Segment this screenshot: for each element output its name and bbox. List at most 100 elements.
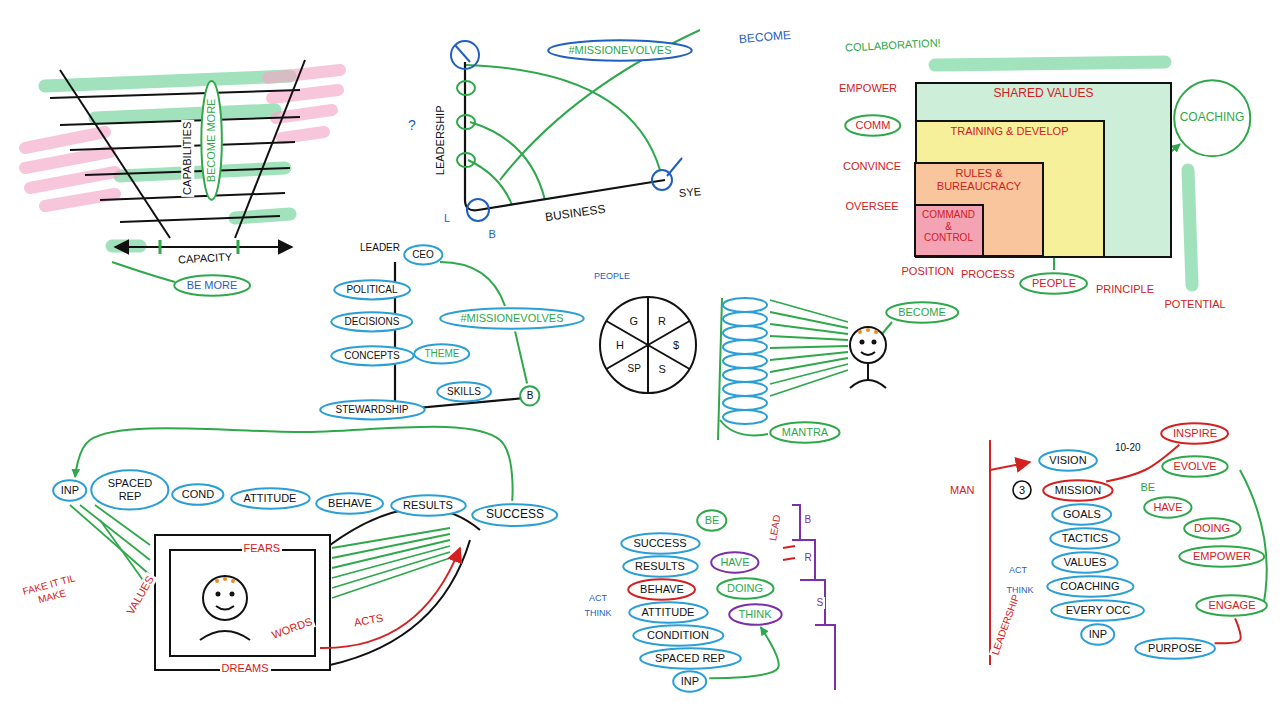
note-label: LEADER: [358, 242, 402, 254]
shape-outline: [320, 400, 425, 419]
note-label: BE: [1139, 481, 1158, 494]
node-text: BECOME: [898, 306, 946, 319]
node-text: SUCCESS: [486, 508, 544, 522]
shape-outline: [1021, 273, 1088, 294]
concept-oval: ATTITUDE: [230, 487, 311, 510]
shape-outline: [711, 552, 758, 573]
node-text: VISION: [1049, 454, 1086, 467]
node-text: STEWARDSHIP: [336, 404, 409, 416]
shape-outline: [520, 386, 539, 405]
connector: [515, 331, 527, 383]
highlight-pink: [268, 70, 340, 78]
stacked-oval: [723, 410, 767, 424]
hashtag-oval: #MISSIONEVOLVES: [439, 307, 585, 330]
stacked-oval: [723, 312, 767, 326]
node-text: DOING: [1194, 522, 1230, 535]
node-text: INP: [681, 675, 699, 688]
note-label: CAPABILITIES: [181, 119, 194, 196]
shape-outline: [729, 604, 782, 625]
highlight-green: [95, 110, 275, 118]
sketch-curve: [465, 65, 660, 170]
concept-oval: COND: [171, 483, 225, 506]
node-text: THINK: [738, 608, 771, 621]
node-text: POLITICAL: [346, 284, 397, 296]
stick-figure: [850, 380, 886, 388]
note-label: PROCESS: [959, 268, 1017, 281]
concept-oval: ATTITUDE: [628, 601, 709, 624]
concept-oval: SUCCESS: [620, 532, 701, 555]
axis-mark: [457, 81, 475, 95]
node-text: MISSION: [1055, 484, 1101, 497]
note-label: ?: [406, 117, 418, 133]
node-text: SKILLS: [447, 386, 481, 398]
head-mark: [223, 577, 227, 581]
level-box: RULES & BUREAUCRACYCOMMAND & CONTROL: [914, 162, 1044, 257]
hatch-line: [332, 552, 450, 588]
highlight-pink: [25, 132, 105, 148]
sketch-curve: [882, 322, 892, 334]
stacked-oval: [723, 354, 767, 368]
note-label: S: [815, 597, 826, 609]
bracket: [800, 540, 815, 580]
shape-outline: [1050, 528, 1119, 549]
node-text: COACHING: [1060, 580, 1119, 593]
picture-frame: [155, 535, 330, 670]
concept-oval: HAVE: [1143, 496, 1193, 519]
marker-circle: [667, 158, 682, 176]
sketch-curve: [440, 262, 505, 306]
node-text: RESULTS: [403, 499, 453, 512]
hatch-line: [770, 352, 848, 360]
red-arrow: [990, 462, 1030, 470]
concept-oval: ENGAGE: [1195, 594, 1268, 617]
highlight-pink: [25, 152, 110, 168]
node-text: SPACED REP: [104, 477, 156, 502]
shape-outline: [673, 671, 706, 692]
concept-oval: SKILLS: [436, 381, 492, 403]
node-text: SHARED VALUES: [994, 87, 1094, 101]
note-label: OVERSEE: [844, 200, 901, 213]
node-text: EVOLVE: [1173, 460, 1216, 473]
note-label: WORDS: [268, 614, 316, 642]
concept-oval: DOING: [716, 577, 775, 600]
concept-oval: VALUES: [1051, 551, 1119, 574]
red-arrow: [320, 548, 460, 648]
head-mark: [858, 330, 862, 334]
note-label: 3: [1017, 484, 1027, 497]
axis-mark: [457, 81, 475, 167]
head-mark: [215, 328, 878, 583]
shape-outline: [331, 346, 413, 365]
face: [203, 576, 247, 620]
note-label: R: [803, 552, 814, 564]
node-text: HAVE: [1153, 501, 1182, 514]
node-text: INP: [1089, 628, 1107, 641]
marker-circle: [467, 199, 489, 221]
node-text: COACHING: [1180, 111, 1245, 125]
note-label: FAKE IT TIL MAKE: [19, 571, 82, 608]
concept-oval: RESULTS: [390, 494, 467, 517]
shape-outline: [53, 480, 86, 501]
node-text: COND: [182, 488, 214, 501]
node-text: #MISSIONEVOLVES: [460, 312, 563, 325]
hatch-line: [70, 505, 150, 575]
shape-outline: [1052, 600, 1145, 621]
capacity-arrow: [115, 246, 292, 248]
concept-oval: CONDITION: [632, 624, 725, 647]
red-arrow: [320, 440, 1030, 665]
stick-figure: [861, 352, 875, 355]
note-label: POSITION: [900, 265, 957, 278]
shape-outline: [404, 245, 442, 264]
sketch-curve: [1240, 470, 1267, 612]
connector: [1215, 618, 1241, 643]
stacked-oval: [723, 326, 767, 340]
shape-outline: [621, 533, 700, 554]
node-text: SUCCESS: [633, 537, 686, 550]
node-text: ENGAGE: [1208, 599, 1255, 612]
shape-outline: [414, 344, 469, 363]
shape-outline: [1162, 423, 1229, 444]
red-arrow: [783, 546, 795, 548]
pie-chart: [600, 297, 696, 393]
note-label: EMPOWER: [837, 82, 899, 95]
note-label: $: [671, 339, 681, 352]
shape-outline: [1039, 450, 1097, 471]
node-text: TACTICS: [1062, 532, 1108, 545]
